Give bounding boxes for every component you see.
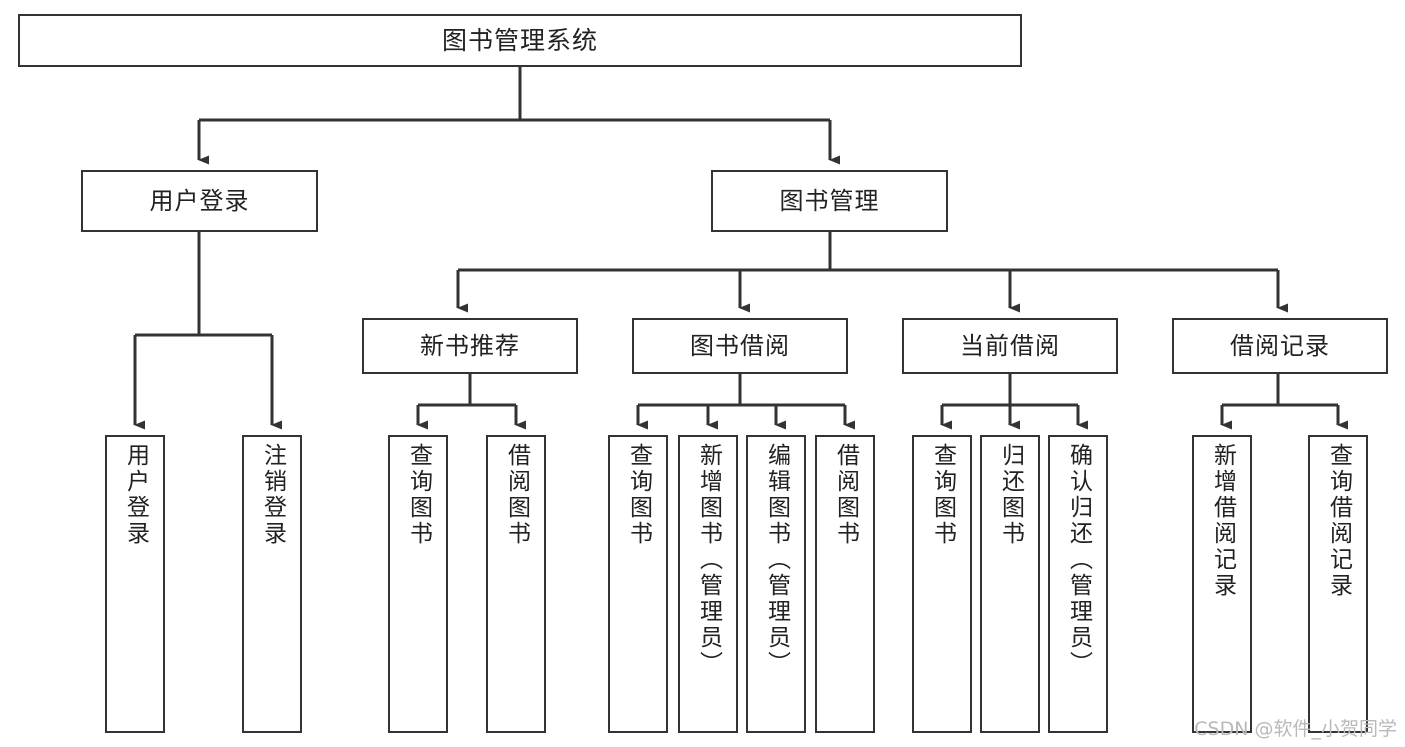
watermark-text: CSDN @软件_小贺同学 bbox=[1194, 718, 1397, 740]
node-root-system[interactable]: 图书管理系统 bbox=[18, 14, 1022, 67]
node-label: 新增借阅记录 bbox=[1209, 443, 1236, 599]
node-leaf-query-borrow-record[interactable]: 查询借阅记录 bbox=[1308, 435, 1368, 733]
node-label: 当前借阅 bbox=[960, 331, 1060, 360]
node-label: 图书管理 bbox=[779, 186, 880, 215]
node-label: 用户登录 bbox=[149, 186, 250, 215]
node-label: 借阅记录 bbox=[1230, 331, 1330, 360]
node-label: 归还图书 bbox=[997, 443, 1024, 547]
node-label: 用户登录 bbox=[122, 443, 149, 547]
node-leaf-edit-book-admin[interactable]: 编辑图书（管理员） bbox=[746, 435, 806, 733]
node-label: 图书管理系统 bbox=[441, 25, 598, 55]
node-book-management[interactable]: 图书管理 bbox=[711, 170, 948, 232]
node-leaf-user-login[interactable]: 用户登录 bbox=[105, 435, 165, 733]
node-label: 借阅图书 bbox=[503, 443, 530, 547]
node-new-book-recommend[interactable]: 新书推荐 bbox=[362, 318, 578, 374]
node-label: 注销登录 bbox=[259, 443, 286, 547]
node-leaf-query-book-current[interactable]: 查询图书 bbox=[912, 435, 972, 733]
node-label: 查询图书 bbox=[405, 443, 432, 547]
node-label: 查询图书 bbox=[625, 443, 652, 547]
node-leaf-borrow-book-recommend[interactable]: 借阅图书 bbox=[486, 435, 546, 733]
node-book-borrowing[interactable]: 图书借阅 bbox=[632, 318, 848, 374]
node-leaf-logout[interactable]: 注销登录 bbox=[242, 435, 302, 733]
node-user-login[interactable]: 用户登录 bbox=[81, 170, 318, 232]
node-leaf-add-book-admin[interactable]: 新增图书（管理员） bbox=[678, 435, 738, 733]
node-label: 图书借阅 bbox=[690, 331, 790, 360]
node-label: 新增图书（管理员） bbox=[695, 443, 722, 677]
node-label: 查询借阅记录 bbox=[1325, 443, 1352, 599]
node-leaf-confirm-return-admin[interactable]: 确认归还（管理员） bbox=[1048, 435, 1108, 733]
node-current-borrowing[interactable]: 当前借阅 bbox=[902, 318, 1118, 374]
node-label: 确认归还（管理员） bbox=[1065, 443, 1092, 677]
node-label: 借阅图书 bbox=[832, 443, 859, 547]
node-leaf-add-borrow-record[interactable]: 新增借阅记录 bbox=[1192, 435, 1252, 733]
node-label: 新书推荐 bbox=[420, 331, 520, 360]
node-leaf-return-book[interactable]: 归还图书 bbox=[980, 435, 1040, 733]
node-leaf-query-book-borrow[interactable]: 查询图书 bbox=[608, 435, 668, 733]
node-leaf-borrow-book[interactable]: 借阅图书 bbox=[815, 435, 875, 733]
node-leaf-query-book-recommend[interactable]: 查询图书 bbox=[388, 435, 448, 733]
node-label: 查询图书 bbox=[929, 443, 956, 547]
node-borrowing-records[interactable]: 借阅记录 bbox=[1172, 318, 1388, 374]
node-label: 编辑图书（管理员） bbox=[763, 443, 790, 677]
